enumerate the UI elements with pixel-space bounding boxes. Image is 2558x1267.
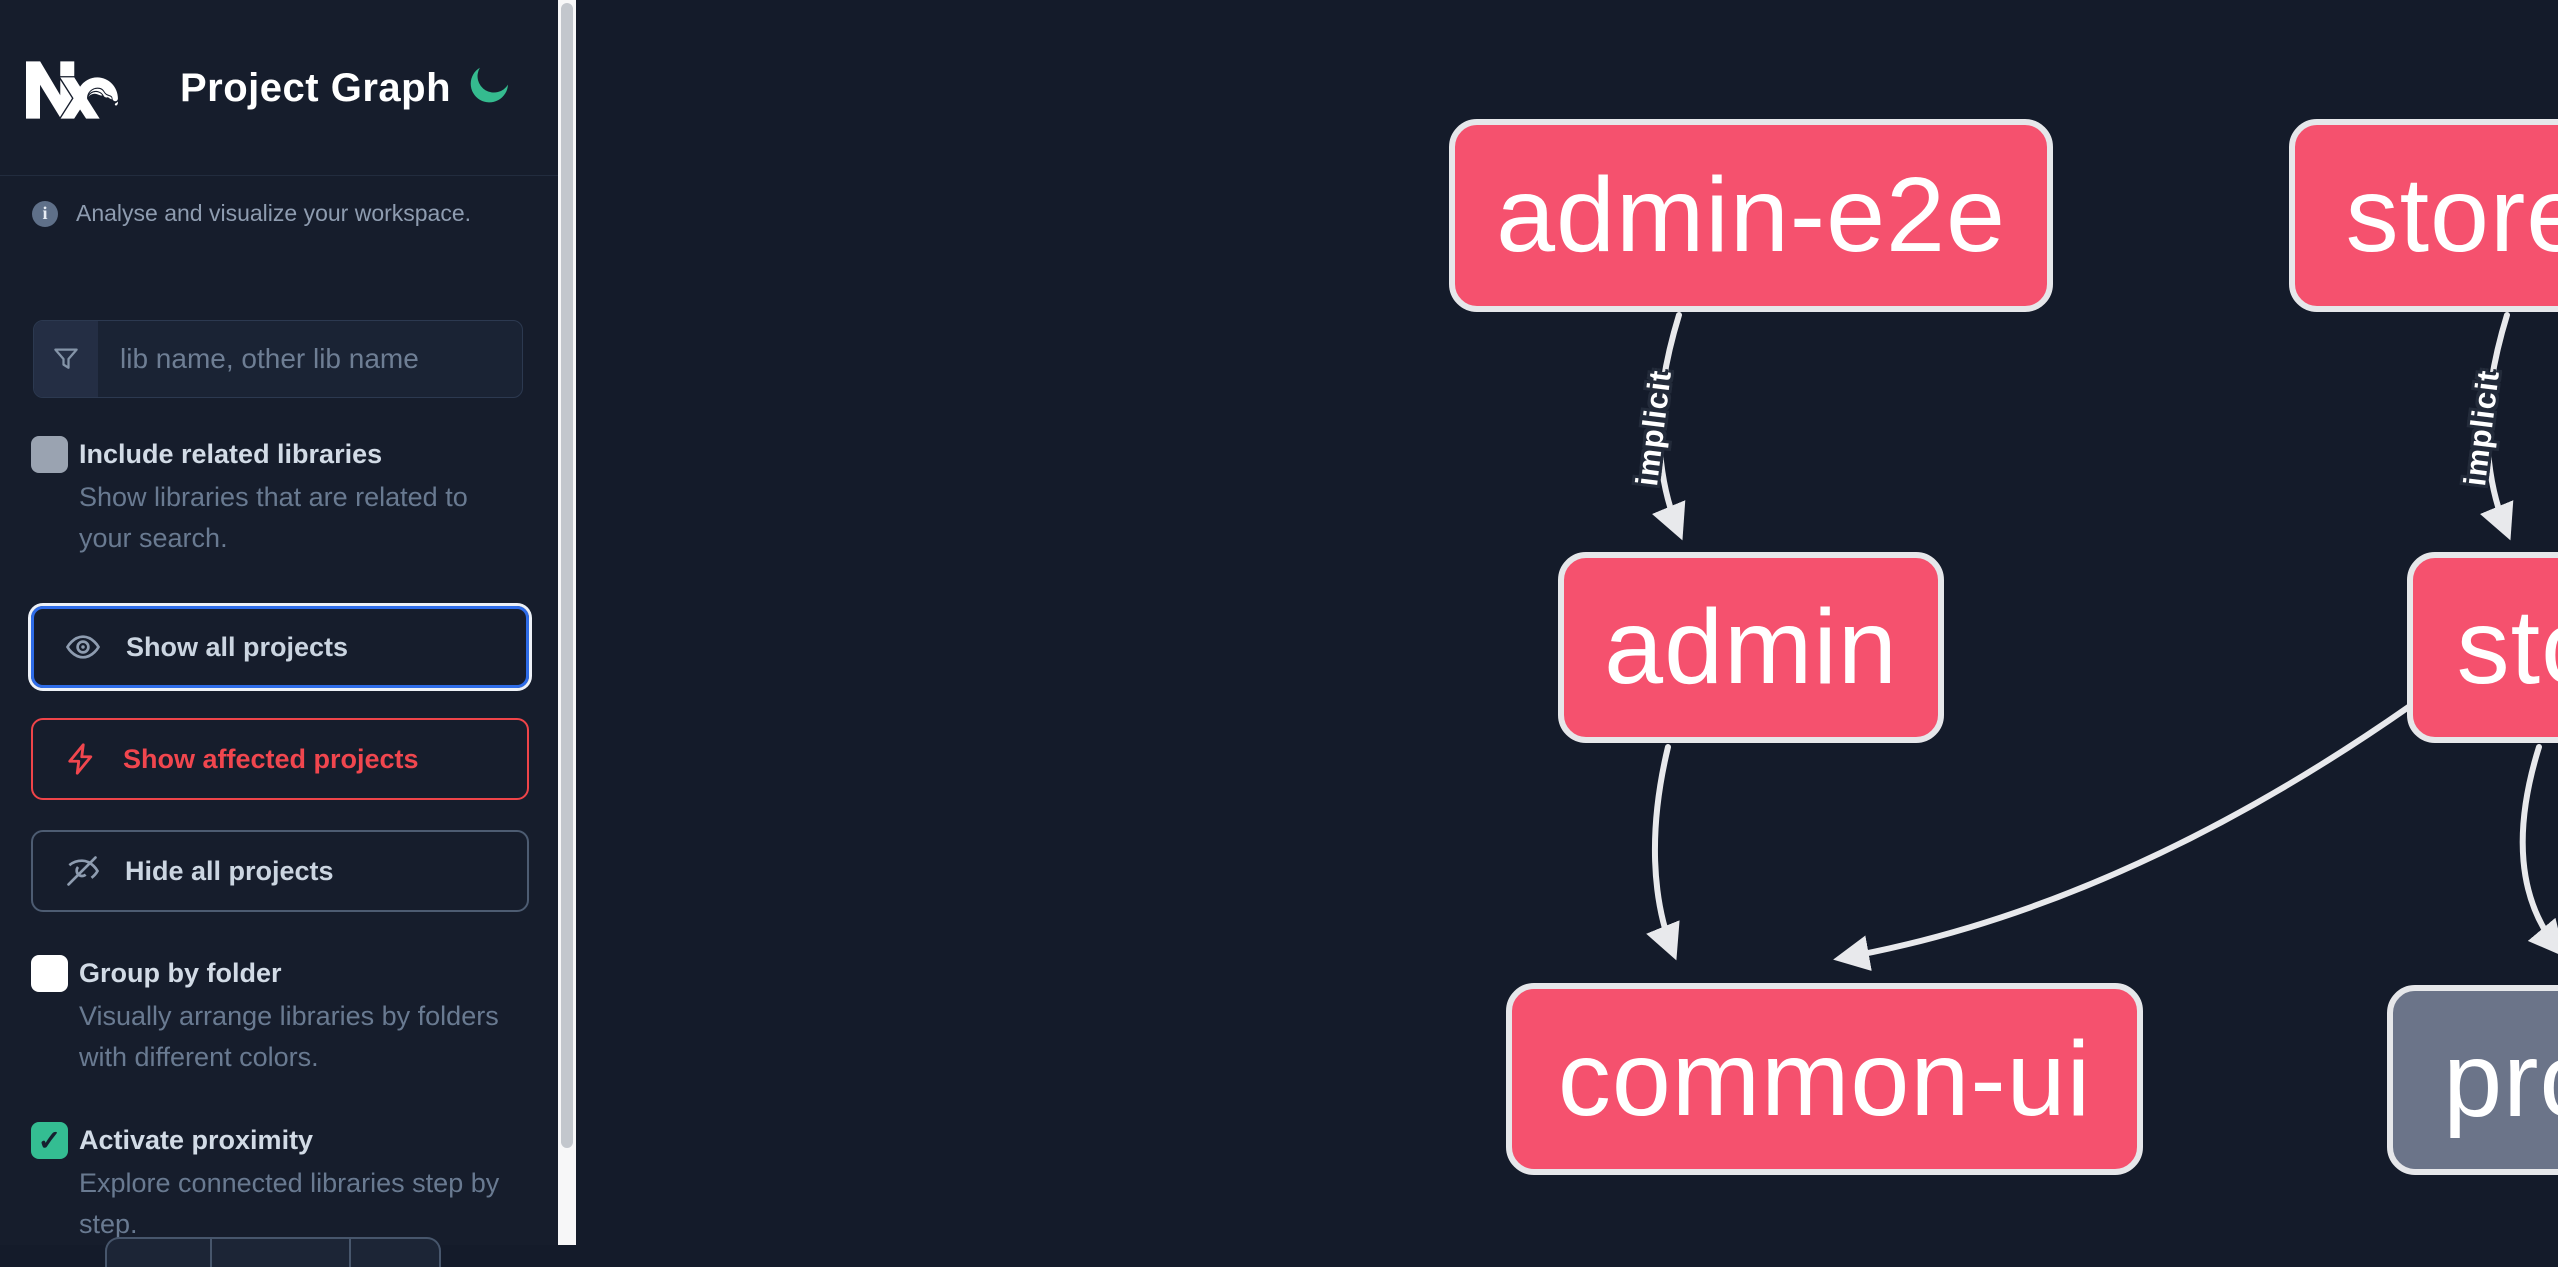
group-by-folder-label: Group by folder xyxy=(79,958,282,988)
funnel-icon xyxy=(34,321,98,397)
dependency-edges xyxy=(1646,312,2558,971)
activate-proximity-toggle: ✓ Activate proximity Explore connected l… xyxy=(31,1120,527,1245)
theme-toggle-button[interactable] xyxy=(462,60,518,116)
project-filter xyxy=(33,320,523,398)
nx-logo-icon xyxy=(26,61,118,119)
show-all-projects-button[interactable]: Show all projects xyxy=(31,606,529,688)
hide-all-projects-label: Hide all projects xyxy=(125,855,334,886)
edge-store-common-ui[interactable] xyxy=(1833,703,2413,971)
include-related-label: Include related libraries xyxy=(79,439,383,469)
edge-store-products[interactable] xyxy=(2519,744,2558,957)
activate-proximity-label: Activate proximity xyxy=(79,1125,314,1155)
graph-node-common-ui[interactable]: common-ui xyxy=(1506,983,2143,1175)
sidebar-header: Project Graph xyxy=(0,0,558,176)
stepper-divider xyxy=(210,1239,212,1267)
include-related-checkbox[interactable] xyxy=(31,436,68,473)
sidebar-scrollbar[interactable] xyxy=(558,0,576,1245)
graph-canvas[interactable]: implicit implicit admin-e2e store-e2e ad… xyxy=(576,0,2558,1245)
graph-node-store-e2e[interactable]: store-e2e xyxy=(2289,119,2558,312)
group-by-folder-checkbox[interactable] xyxy=(31,955,68,992)
activate-proximity-description: Explore connected libraries step by step… xyxy=(79,1168,500,1239)
edge-admin-common-ui[interactable] xyxy=(1646,744,1680,961)
info-icon: i xyxy=(32,200,58,227)
edge-admin-e2e-admin[interactable] xyxy=(1652,312,1686,541)
graph-node-admin-e2e[interactable]: admin-e2e xyxy=(1449,119,2053,312)
eye-icon xyxy=(64,628,102,666)
include-related-description: Show libraries that are related to your … xyxy=(79,482,468,553)
moon-icon xyxy=(470,67,508,103)
workspace-info-row: i Analyse and visualize your workspace. xyxy=(32,200,471,227)
show-affected-projects-label: Show affected projects xyxy=(123,743,419,774)
group-by-folder-toggle: Group by folder Visually arrange librari… xyxy=(31,953,527,1078)
checkmark-icon: ✓ xyxy=(37,1125,62,1156)
graph-node-store[interactable]: store xyxy=(2407,552,2558,743)
eye-off-icon xyxy=(63,852,101,890)
sidebar: Project Graph i Analyse and visualize yo… xyxy=(0,0,558,1267)
graph-node-admin[interactable]: admin xyxy=(1558,552,1944,743)
show-affected-projects-button[interactable]: Show affected projects xyxy=(31,718,529,800)
hide-all-projects-button[interactable]: Hide all projects xyxy=(31,830,529,912)
filter-projects-input[interactable] xyxy=(98,321,522,397)
graph-node-products[interactable]: products xyxy=(2387,985,2558,1175)
proximity-stepper-partial[interactable] xyxy=(105,1237,441,1267)
stepper-divider xyxy=(349,1239,351,1267)
show-all-projects-label: Show all projects xyxy=(126,631,349,662)
page-title: Project Graph xyxy=(180,66,452,110)
edge-store-e2e-store[interactable] xyxy=(2480,312,2514,541)
group-by-folder-description: Visually arrange libraries by folders wi… xyxy=(79,1001,499,1072)
include-related-toggle: Include related libraries Show libraries… xyxy=(31,434,527,559)
scrollbar-thumb[interactable] xyxy=(561,3,573,1148)
activate-proximity-checkbox[interactable]: ✓ xyxy=(31,1122,68,1159)
bolt-icon xyxy=(63,741,99,777)
workspace-info-text: Analyse and visualize your workspace. xyxy=(76,200,472,226)
